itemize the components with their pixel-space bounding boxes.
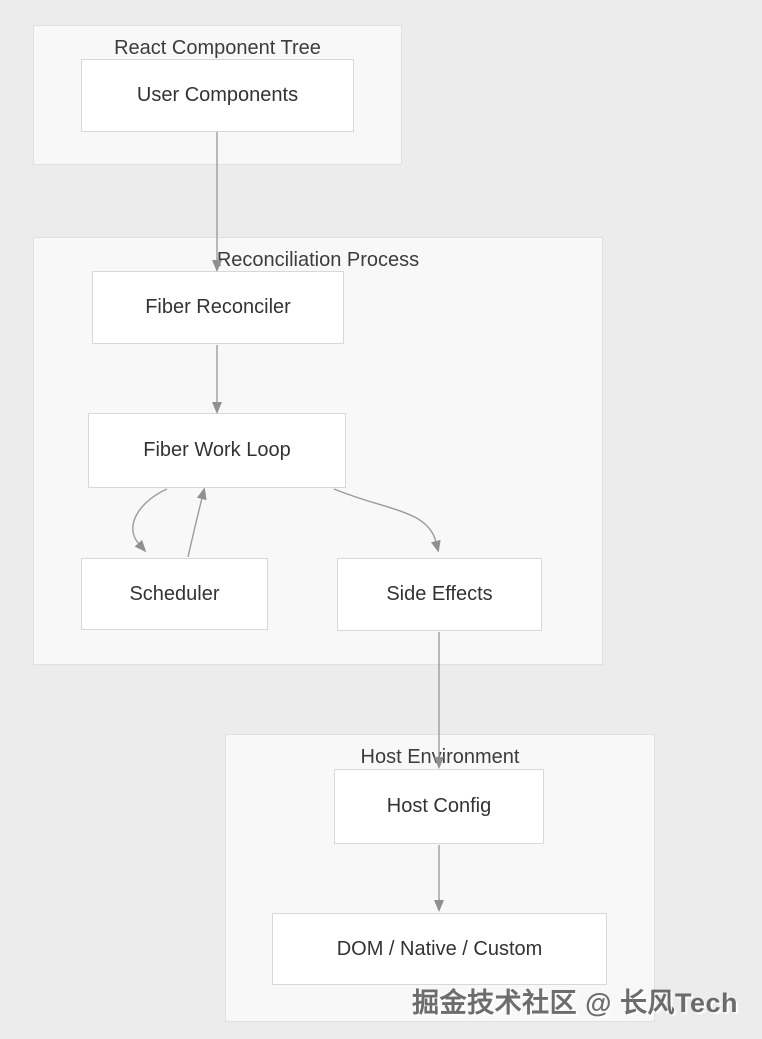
node-user-components: User Components	[81, 59, 354, 132]
node-label-scheduler: Scheduler	[129, 582, 220, 605]
node-label-side-effects: Side Effects	[386, 583, 493, 605]
node-side-effects: Side Effects	[337, 558, 542, 631]
group-title-react-component-tree: React Component Tree	[114, 37, 321, 59]
node-label-fiber-reconciler: Fiber Reconciler	[145, 296, 291, 318]
node-label-host-config: Host Config	[386, 795, 492, 817]
group-title-reconciliation-process: Reconciliation Process	[216, 249, 420, 271]
node-scheduler: Scheduler	[81, 558, 268, 630]
group-title-host-environment: Host Environment	[360, 746, 520, 768]
node-fiber-work-loop: Fiber Work Loop	[88, 413, 346, 488]
node-label-user-components: User Components	[136, 84, 299, 106]
node-fiber-reconciler: Fiber Reconciler	[92, 271, 344, 344]
node-host-config: Host Config	[334, 769, 544, 844]
node-label-dom-native-custom: DOM / Native / Custom	[336, 937, 543, 960]
node-label-fiber-work-loop: Fiber Work Loop	[143, 439, 291, 461]
node-dom-native-custom: DOM / Native / Custom	[272, 913, 607, 985]
watermark: 掘金技术社区 @ 长风Tech	[412, 988, 738, 1018]
